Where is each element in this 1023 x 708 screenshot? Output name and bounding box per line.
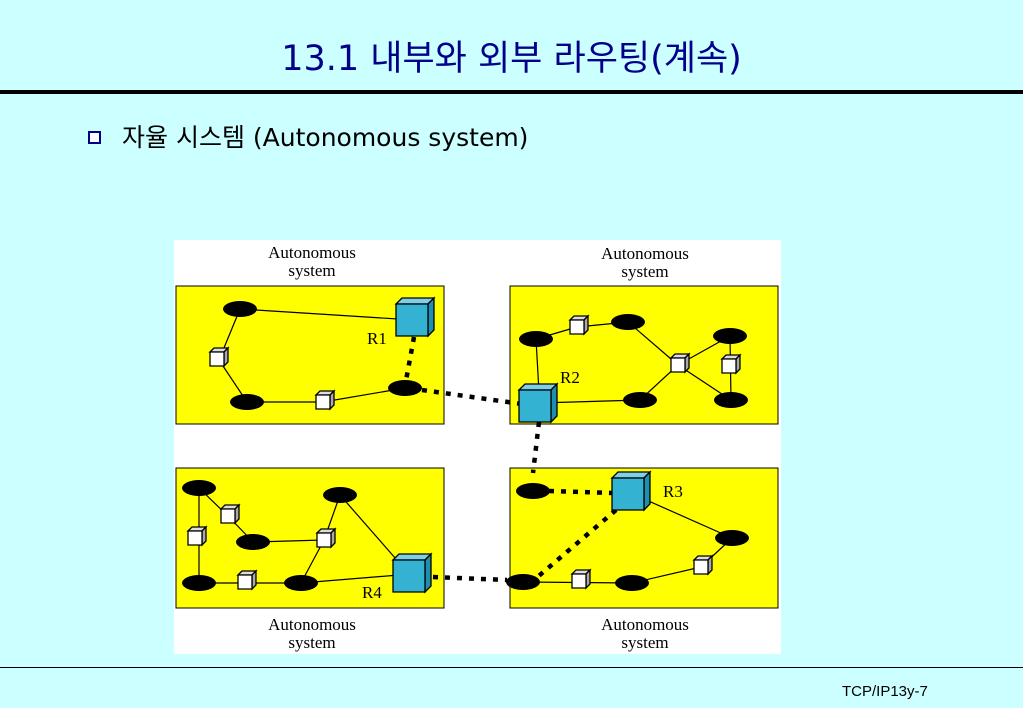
switch-icon bbox=[692, 554, 714, 576]
inter-as-links bbox=[402, 336, 618, 583]
as-label-tl-line2: system bbox=[288, 261, 335, 280]
switch-icon bbox=[314, 389, 336, 411]
autonomous-systems-diagram: Autonomous system Autonomous system Auto… bbox=[174, 240, 781, 654]
router-label-r1: R1 bbox=[367, 329, 387, 348]
as-label-tl-line1: Autonomous bbox=[268, 243, 356, 262]
square-bullet-icon bbox=[88, 131, 101, 144]
switch-icon bbox=[186, 525, 208, 547]
as-label-br-line1: Autonomous bbox=[601, 615, 689, 634]
router-icon-r2 bbox=[517, 382, 559, 424]
router-icon-r4 bbox=[391, 552, 433, 594]
router-label-r3: R3 bbox=[663, 482, 683, 501]
switch-icon bbox=[568, 314, 590, 336]
router-label-r4: R4 bbox=[362, 583, 382, 602]
as-label-br-line2: system bbox=[621, 633, 668, 652]
switch-icon bbox=[236, 569, 258, 591]
slide-title: 13.1 내부와 외부 라우팅(계속) bbox=[281, 39, 742, 79]
as-label-tr-line1: Autonomous bbox=[601, 244, 689, 263]
network-hosts bbox=[182, 301, 749, 591]
as-label-tr-line2: system bbox=[621, 262, 668, 281]
as-label-bl-line1: Autonomous bbox=[268, 615, 356, 634]
diagram-canvas: Autonomous system Autonomous system Auto… bbox=[174, 240, 781, 654]
switch-icon bbox=[208, 346, 230, 368]
switch-icon bbox=[219, 503, 241, 525]
footer-page-id: TCP/IP13y-7 bbox=[842, 683, 928, 700]
router-label-r2: R2 bbox=[560, 368, 580, 387]
routers bbox=[391, 296, 652, 594]
switch-icon bbox=[315, 527, 337, 549]
router-icon-r3 bbox=[610, 470, 652, 512]
switch-icon bbox=[570, 568, 592, 590]
as-label-bl-line2: system bbox=[288, 633, 335, 652]
switch-icon bbox=[720, 353, 742, 375]
bullet-text: 자율 시스템 (Autonomous system) bbox=[122, 123, 529, 152]
switch-icon bbox=[669, 352, 691, 374]
router-icon-r1 bbox=[394, 296, 436, 338]
network-switches bbox=[186, 314, 742, 591]
title-divider bbox=[0, 90, 1023, 94]
footer-divider bbox=[0, 667, 1023, 668]
